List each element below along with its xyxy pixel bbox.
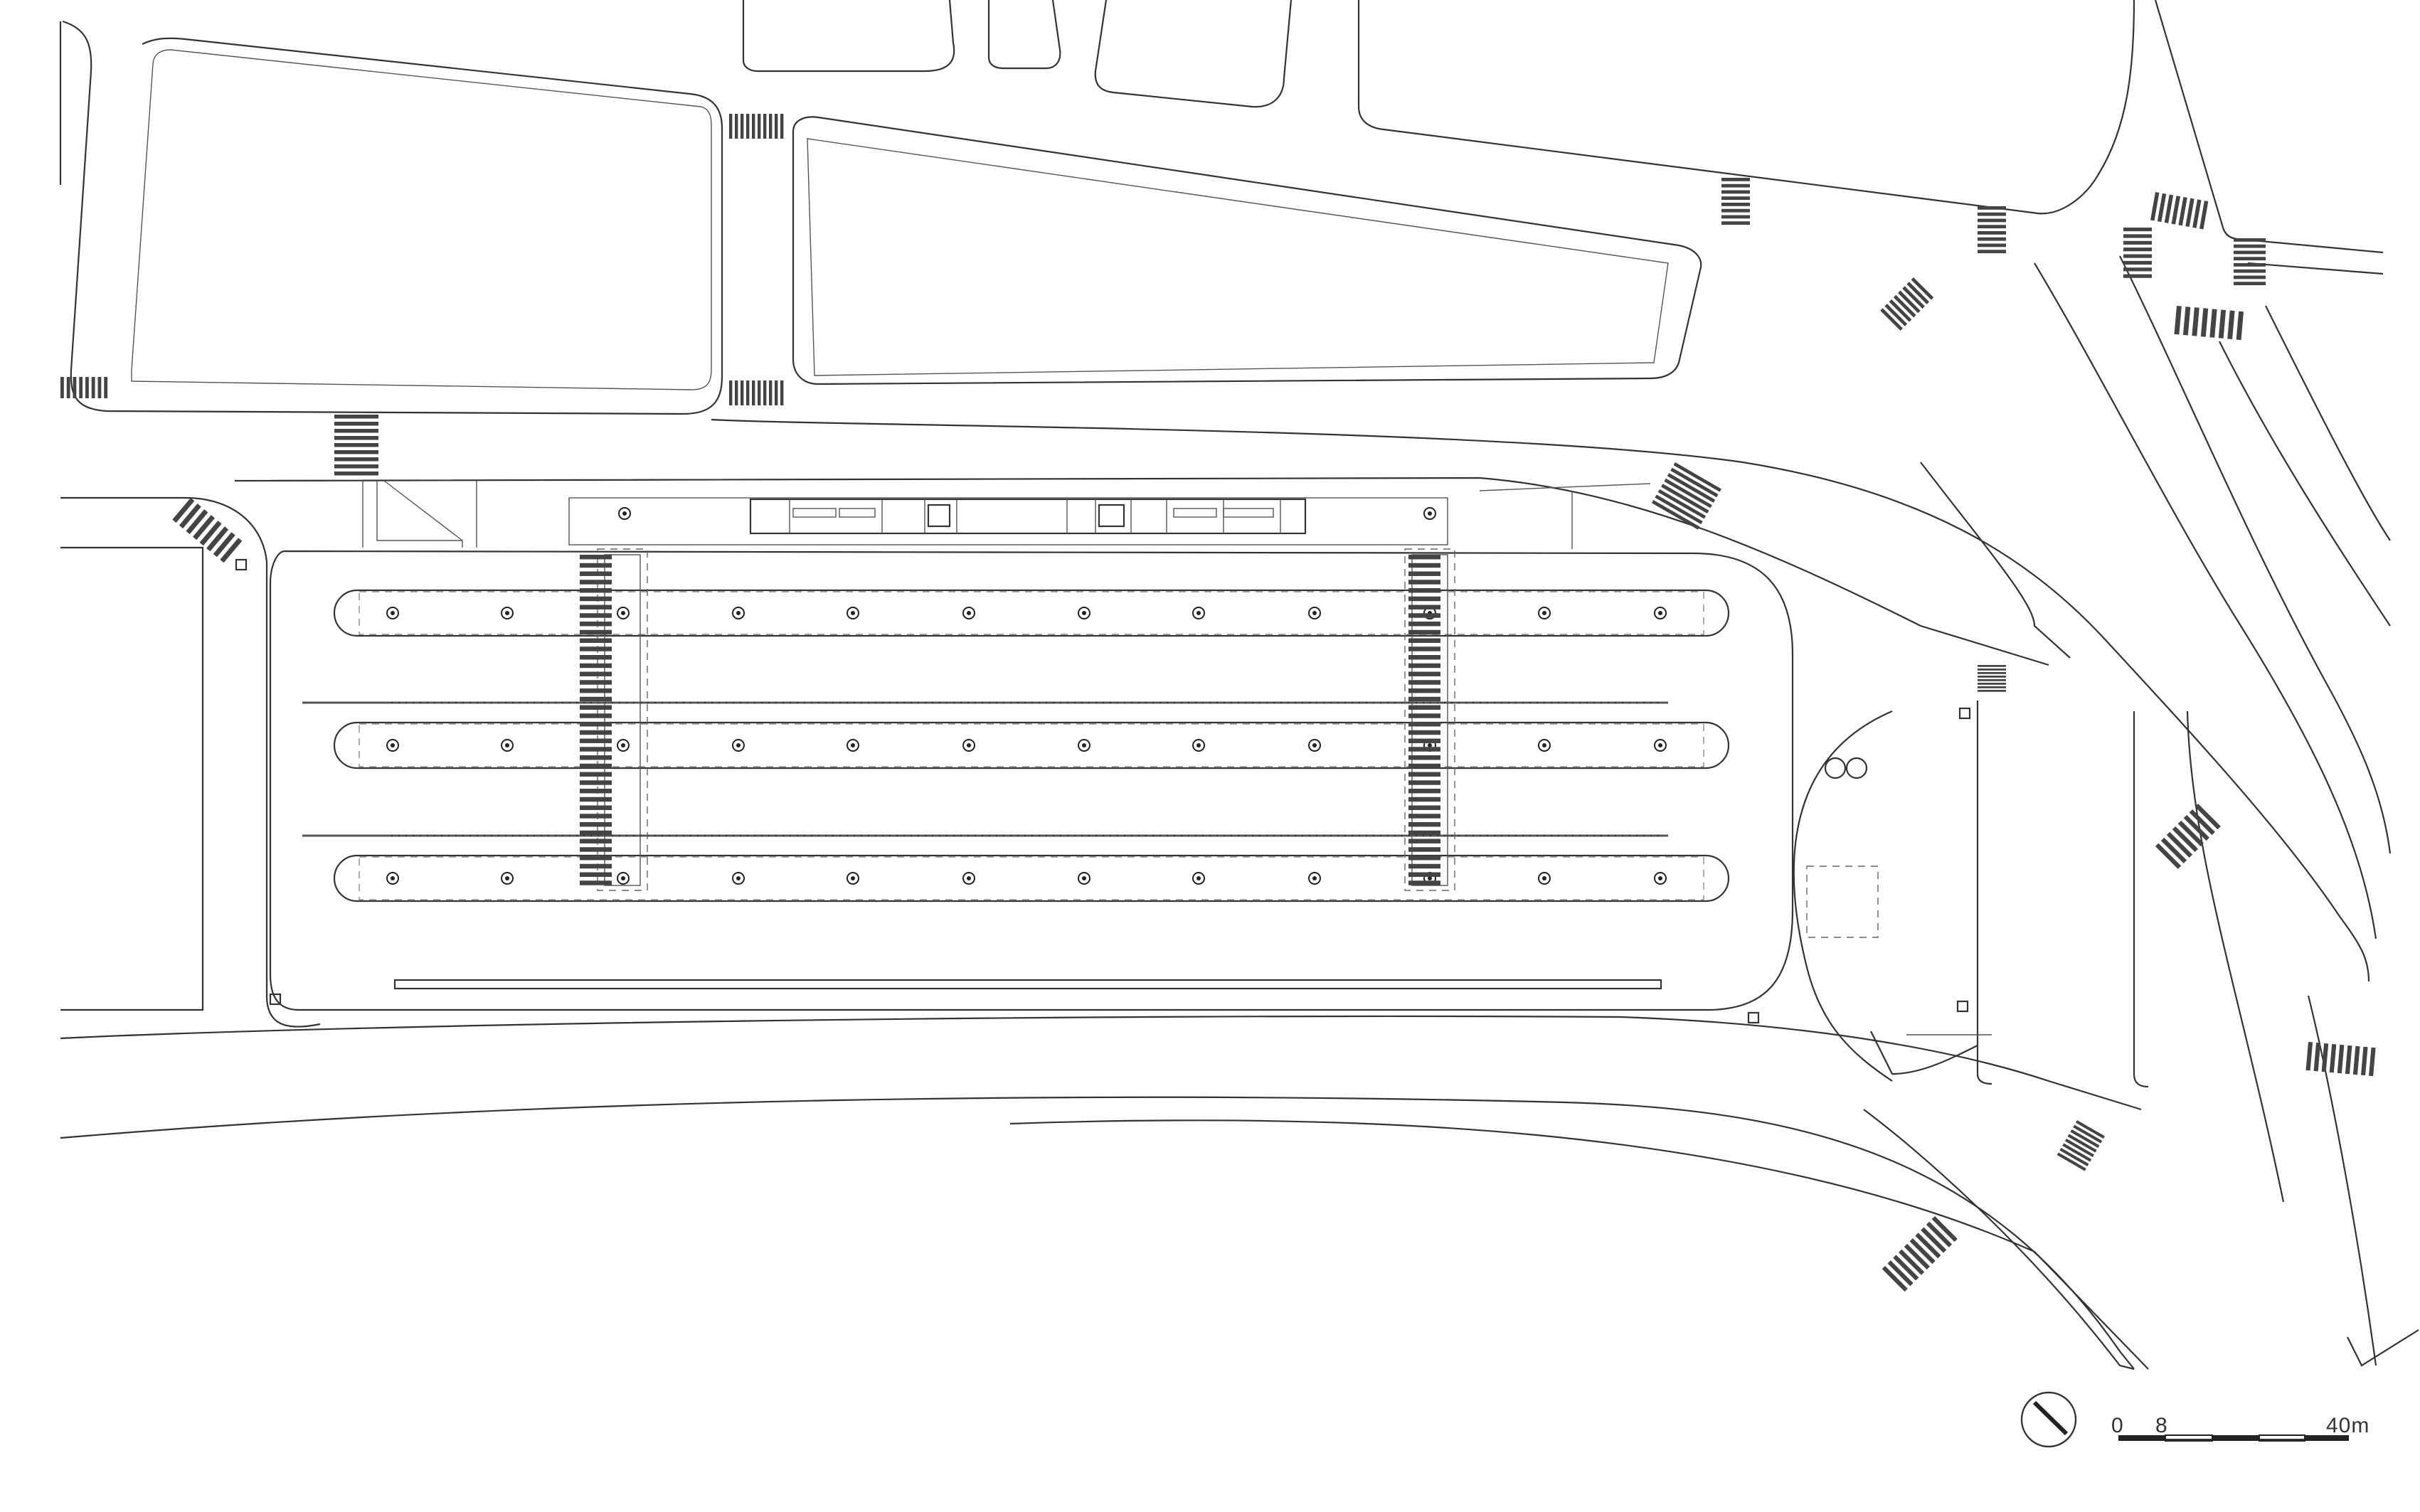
zebra-crossing bbox=[1880, 277, 1934, 331]
column-marker-icon bbox=[386, 607, 399, 619]
zebra-crossing bbox=[2150, 192, 2209, 230]
road-network bbox=[60, 255, 2419, 1370]
column-marker-icon bbox=[962, 739, 975, 752]
city-blocks-north bbox=[59, 0, 2384, 415]
zebra-crossing bbox=[2234, 238, 2266, 286]
bus-terminal bbox=[234, 477, 2049, 1011]
platform-canopy-3 bbox=[359, 856, 1704, 900]
column-marker-icon bbox=[847, 739, 859, 752]
zebra-crossing bbox=[1651, 462, 1721, 530]
column-marker-icon bbox=[386, 739, 399, 752]
zebra-crossing bbox=[2123, 228, 2152, 278]
platform-1 bbox=[333, 589, 1730, 637]
column-marker-icon bbox=[617, 872, 630, 885]
column-marker-icon bbox=[1308, 872, 1321, 885]
column-marker-icon bbox=[1538, 872, 1551, 885]
zebra-crossing bbox=[60, 377, 108, 398]
zebra-crossing bbox=[1882, 1216, 1958, 1292]
column-marker-icon bbox=[1538, 607, 1551, 619]
service-area bbox=[235, 558, 1992, 1035]
scale-label-40m: 40m bbox=[2326, 1414, 2370, 1437]
column-marker-icon bbox=[1654, 872, 1667, 885]
zebra-crossing bbox=[729, 114, 784, 139]
platform-2 bbox=[333, 721, 1730, 770]
scale-bar-segment bbox=[2305, 1435, 2349, 1441]
column-marker-icon bbox=[962, 607, 975, 619]
platform-canopy-2 bbox=[359, 723, 1704, 767]
bus-lane-dividers bbox=[302, 701, 1668, 837]
scale-bar-segment bbox=[2259, 1434, 2305, 1442]
column-marker-icon bbox=[847, 607, 859, 619]
column-marker-icon bbox=[962, 872, 975, 885]
column-marker-icon bbox=[1308, 739, 1321, 752]
column-marker-icon bbox=[847, 872, 859, 885]
column-marker-icon bbox=[1078, 739, 1090, 752]
column-marker-icon bbox=[501, 739, 514, 752]
zebra-crossing bbox=[2305, 1042, 2376, 1077]
zebra-crossing bbox=[172, 498, 243, 563]
column-marker-icon bbox=[1654, 607, 1667, 619]
zebra-crossing bbox=[1408, 555, 1440, 885]
platform-3 bbox=[333, 854, 1730, 903]
column-markers bbox=[386, 507, 1667, 885]
column-marker-icon bbox=[732, 739, 745, 752]
terminal-building-rooms bbox=[789, 499, 1281, 533]
scale-bar-segment bbox=[2165, 1434, 2213, 1442]
column-marker-icon bbox=[501, 872, 514, 885]
column-marker-icon bbox=[1078, 607, 1090, 619]
scale-bar-segment bbox=[2212, 1435, 2259, 1441]
zebra-crossing bbox=[334, 415, 378, 476]
zebra-crossings bbox=[60, 114, 2376, 1292]
column-marker-icon bbox=[1538, 739, 1551, 752]
scale-label-8: 8 bbox=[2155, 1414, 2168, 1437]
column-marker-icon bbox=[618, 507, 631, 520]
column-marker-icon bbox=[617, 739, 630, 752]
walkway-bar bbox=[393, 979, 1662, 990]
column-marker-icon bbox=[732, 872, 745, 885]
platform-canopy-1 bbox=[359, 591, 1704, 635]
zebra-crossing bbox=[2155, 804, 2221, 869]
zebra-crossing bbox=[1978, 206, 2006, 254]
zebra-crossing bbox=[2174, 306, 2244, 341]
column-marker-icon bbox=[1078, 872, 1090, 885]
column-marker-icon bbox=[501, 607, 514, 619]
scale-bar bbox=[2118, 1434, 2349, 1442]
column-marker-icon bbox=[1192, 607, 1205, 619]
column-marker-icon bbox=[1192, 872, 1205, 885]
scale-label-0: 0 bbox=[2111, 1414, 2124, 1437]
column-marker-icon bbox=[1308, 607, 1321, 619]
column-marker-icon bbox=[617, 607, 630, 619]
zebra-crossing bbox=[729, 380, 784, 405]
zebra-crossing bbox=[1978, 665, 2006, 692]
column-marker-icon bbox=[1423, 507, 1436, 520]
column-marker-icon bbox=[1654, 739, 1667, 752]
column-marker-icon bbox=[732, 607, 745, 619]
bus-platforms bbox=[333, 589, 1730, 903]
zebra-crossing bbox=[1721, 178, 1750, 225]
zebra-crossing bbox=[2057, 1120, 2105, 1171]
pedestrian-bridges bbox=[597, 548, 1455, 891]
zebra-crossing bbox=[580, 555, 612, 885]
column-marker-icon bbox=[386, 872, 399, 885]
north-arrow-icon bbox=[2020, 1391, 2077, 1448]
column-marker-icon bbox=[1192, 739, 1205, 752]
scale-bar-segment bbox=[2118, 1435, 2165, 1441]
